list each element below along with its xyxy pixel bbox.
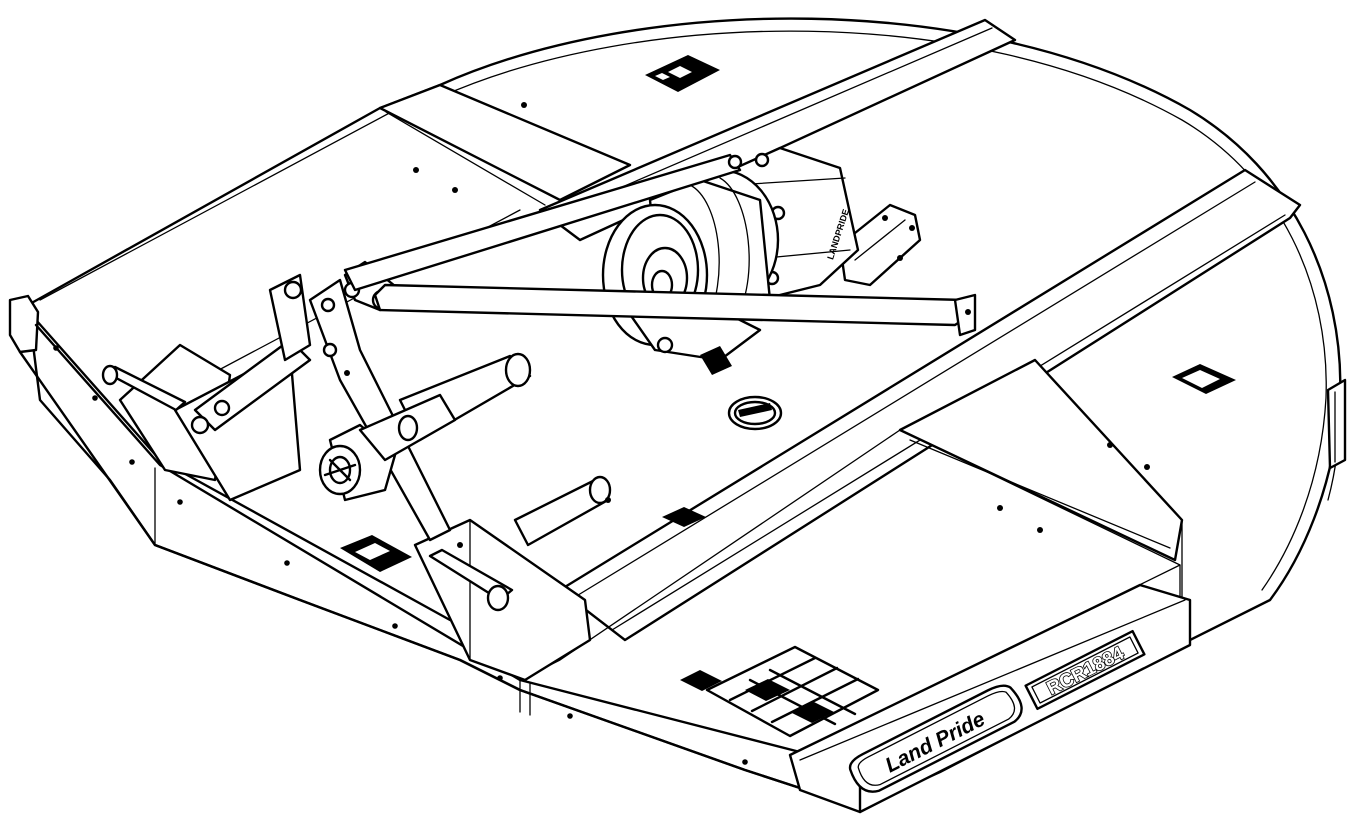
brand-plate: Land Pride RCR1884	[788, 583, 1192, 814]
a-frame-left-upright	[268, 273, 312, 362]
rim-bolts	[53, 345, 748, 765]
front-skirt-upper	[34, 323, 802, 754]
left-clevis-pin	[283, 280, 303, 300]
front-channel	[558, 168, 1302, 642]
spindle-cap	[727, 395, 783, 431]
left-front-guard	[8, 294, 40, 354]
gearbox-mount-bracket	[838, 203, 922, 287]
rear-brace	[343, 153, 742, 292]
right-skid	[1326, 378, 1347, 470]
deck-rim-line	[439, 30, 1327, 591]
top-braces	[343, 153, 977, 337]
left-rear-plate	[378, 83, 632, 202]
center-decal	[662, 507, 706, 527]
warning-decals	[340, 55, 1236, 738]
front-ledge-inner	[39, 109, 396, 301]
a-frame-right-upright	[308, 278, 452, 542]
top-decal	[645, 55, 720, 92]
front-label-panel	[680, 645, 880, 738]
deck-channels	[199, 18, 1302, 809]
pto-input-shaft	[318, 393, 457, 502]
